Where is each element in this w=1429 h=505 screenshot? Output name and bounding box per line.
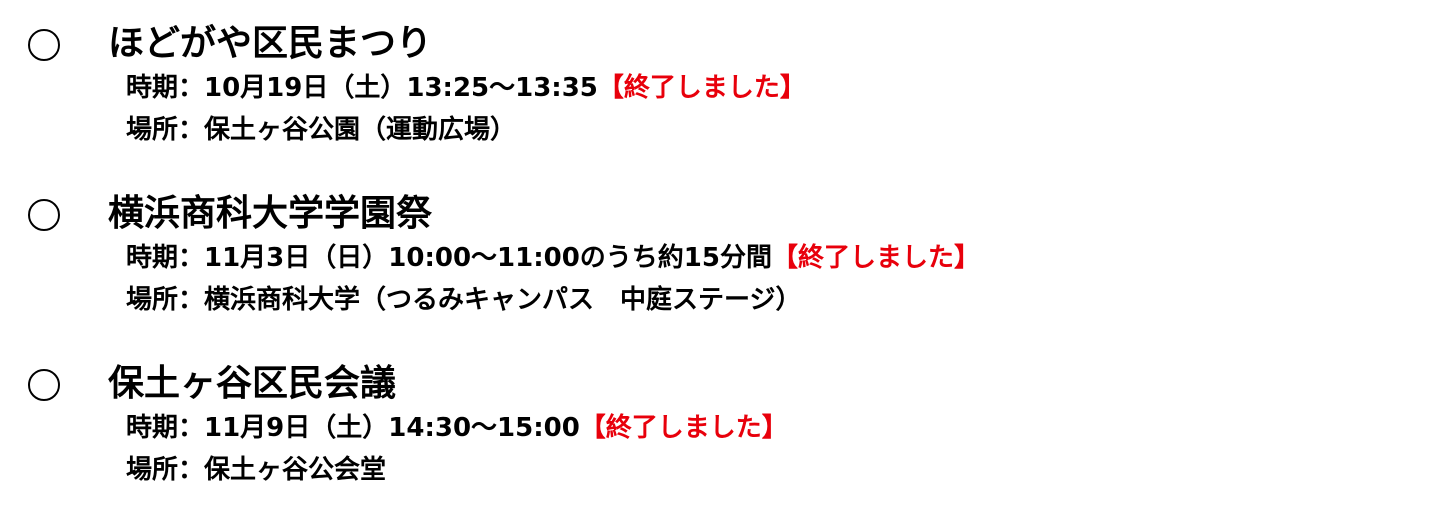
event-status: 【終了しました】 xyxy=(579,413,788,443)
event-title: ほどがや区民まつり xyxy=(108,23,433,64)
circle-bullet-icon xyxy=(28,369,60,401)
event-title: 横浜商科大学学園祭 xyxy=(108,193,433,234)
event-status: 【終了しました】 xyxy=(771,243,980,273)
event-place: 場所：保土ヶ谷公園（運動広場） xyxy=(126,115,517,145)
event-period: 時期：11月9日（土）14:30～15:00【終了しました】 xyxy=(126,411,788,445)
event-status: 【終了しました】 xyxy=(597,73,806,103)
event-period-text: 時期：11月3日（日）10:00～11:00のうち約15分間 xyxy=(126,243,772,273)
event-place: 場所：保土ヶ谷公会堂 xyxy=(126,455,387,485)
event-place: 場所：横浜商科大学（つるみキャンパス 中庭ステージ） xyxy=(126,285,802,315)
event-period: 時期：11月3日（日）10:00～11:00のうち約15分間【終了しました】 xyxy=(126,241,980,275)
event-period-text: 時期：10月19日（土）13:25～13:35 xyxy=(126,73,598,103)
circle-bullet-icon xyxy=(28,29,60,61)
event-period: 時期：10月19日（土）13:25～13:35【終了しました】 xyxy=(126,71,806,105)
circle-bullet-icon xyxy=(28,199,60,231)
event-title: 保土ヶ谷区民会議 xyxy=(108,363,397,404)
event-period-text: 時期：11月9日（土）14:30～15:00 xyxy=(126,413,580,443)
